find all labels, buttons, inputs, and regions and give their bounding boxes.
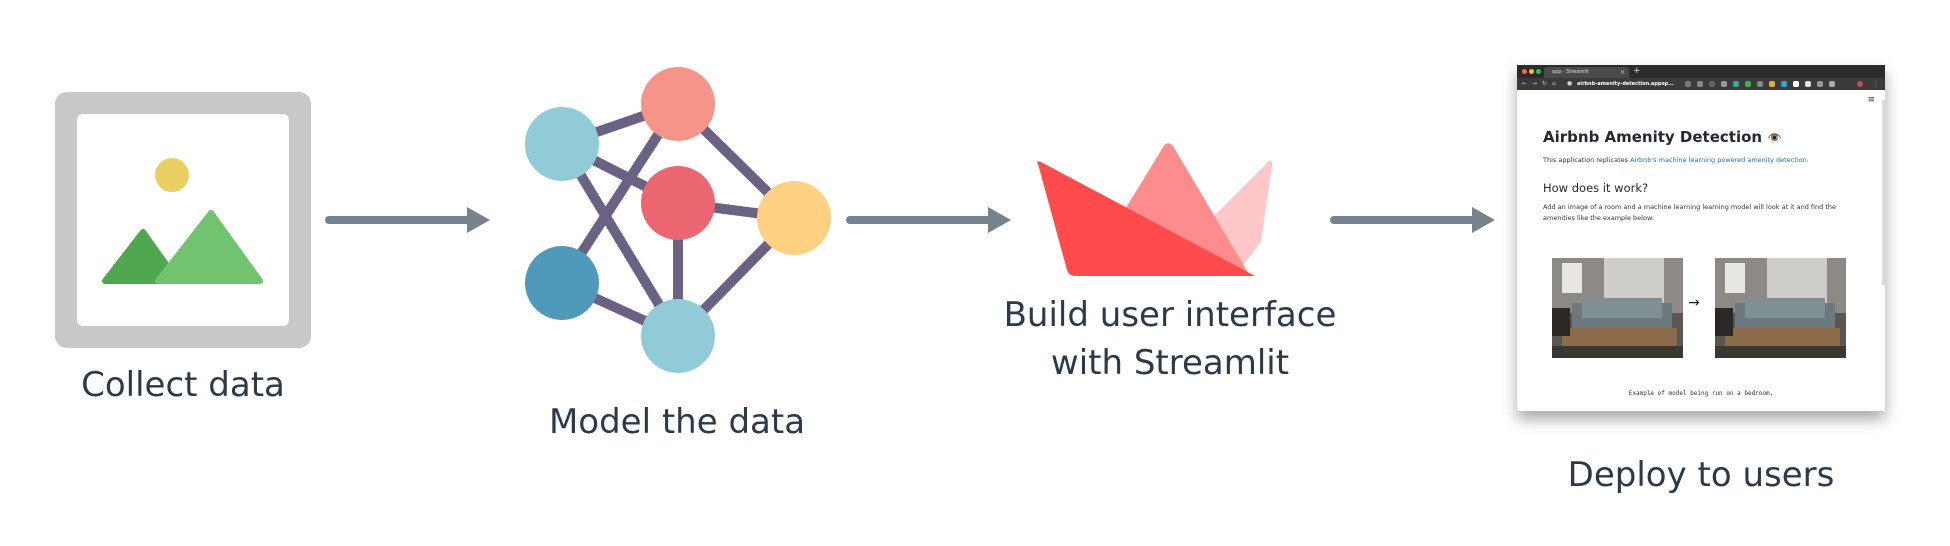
lock-icon: ●: [1567, 80, 1573, 87]
url-bar[interactable]: airbnb-amenity-detection.appsp...: [1577, 81, 1674, 87]
arrow-right-icon: [846, 207, 1011, 233]
image-canvas: [77, 114, 289, 326]
arrow-right-icon: →: [1688, 295, 1700, 311]
edge: [557, 139, 683, 341]
app-title: Airbnb Amenity Detection 👁️: [1543, 128, 1782, 146]
extension-icon[interactable]: [1829, 81, 1835, 87]
mountain-light: [155, 210, 263, 284]
extension-icon[interactable]: [1733, 81, 1739, 87]
extension-icon[interactable]: [1817, 81, 1823, 87]
scrollbar[interactable]: [1882, 100, 1885, 285]
neural-network-icon: [525, 67, 831, 373]
browser-screenshot: app · Streamlit × + ← → ↻ ⌂ ● airbnb-ame…: [1517, 65, 1885, 411]
extension-icon[interactable]: [1745, 81, 1751, 87]
mountain-dark: [102, 229, 181, 284]
node-salmon: [641, 67, 715, 141]
browser-toolbar: ← → ↻ ⌂ ● airbnb-amenity-detection.appsp…: [1517, 78, 1885, 90]
app-title-text: Airbnb Amenity Detection: [1543, 128, 1763, 146]
arrow-right-icon: [1330, 207, 1495, 233]
extension-icon[interactable]: [1769, 81, 1775, 87]
extension-icon[interactable]: [1697, 81, 1703, 87]
extension-icon[interactable]: [1721, 81, 1727, 87]
section-body: Add an image of a room and a machine lea…: [1543, 203, 1836, 222]
maximize-dot-icon: [1536, 69, 1541, 74]
app-description-text: This application replicates: [1543, 156, 1631, 164]
caption-model-the-data: Model the data: [548, 402, 806, 442]
node-yellow: [757, 181, 831, 255]
app-description: This application replicates Airbnb's mac…: [1543, 156, 1809, 164]
extension-icon[interactable]: [1781, 81, 1787, 87]
new-tab-icon[interactable]: +: [1633, 66, 1641, 76]
extension-icon[interactable]: [1709, 81, 1715, 87]
back-icon[interactable]: ←: [1522, 80, 1528, 87]
browser-tab[interactable]: app · Streamlit ×: [1544, 67, 1629, 78]
browser-titlebar: app · Streamlit × +: [1517, 65, 1885, 78]
extension-icon[interactable]: [1805, 81, 1811, 87]
extension-icon[interactable]: [1757, 81, 1763, 87]
bedroom-photo-original: [1552, 258, 1683, 358]
node-light-blue-top: [525, 107, 599, 181]
hamburger-menu-icon[interactable]: ≡: [1867, 95, 1875, 105]
caption-collect-data: Collect data: [81, 365, 285, 405]
extension-icon[interactable]: [1685, 81, 1691, 87]
caption-build-ui-line1: Build user interface: [1003, 295, 1337, 335]
image-caption: Example of model being run on a bedroom.: [1628, 390, 1774, 397]
section-heading: How does it work?: [1543, 181, 1649, 195]
close-dot-icon: [1522, 69, 1527, 74]
arrow-right-icon: [325, 207, 490, 233]
reload-icon[interactable]: ↻: [1542, 80, 1548, 87]
home-icon[interactable]: ⌂: [1552, 80, 1556, 87]
caption-deploy-to-users: Deploy to users: [1567, 455, 1835, 495]
node-dark-blue: [525, 246, 599, 320]
description-link[interactable]: Airbnb's machine learning powered amenit…: [1630, 156, 1809, 164]
image-icon: [55, 92, 311, 348]
streamlit-logo: [1037, 143, 1273, 276]
tab-close-icon[interactable]: ×: [1619, 69, 1625, 76]
eye-icon: 👁️: [1767, 131, 1783, 145]
minimize-dot-icon: [1529, 69, 1534, 74]
forward-icon[interactable]: →: [1532, 80, 1538, 87]
node-red: [641, 166, 715, 240]
node-light-blue-bottom: [641, 299, 715, 373]
caption-build-ui-line2: with Streamlit: [1050, 343, 1290, 383]
bedroom-photo-detected: [1715, 258, 1846, 358]
streamlit-sail-red: [1037, 161, 1255, 276]
extension-icon[interactable]: [1793, 81, 1799, 87]
browser-menu-icon[interactable]: ⋮: [1873, 80, 1879, 87]
avatar[interactable]: [1857, 81, 1863, 87]
tab-title: app · Streamlit: [1552, 69, 1590, 75]
sun-icon: [155, 158, 189, 192]
